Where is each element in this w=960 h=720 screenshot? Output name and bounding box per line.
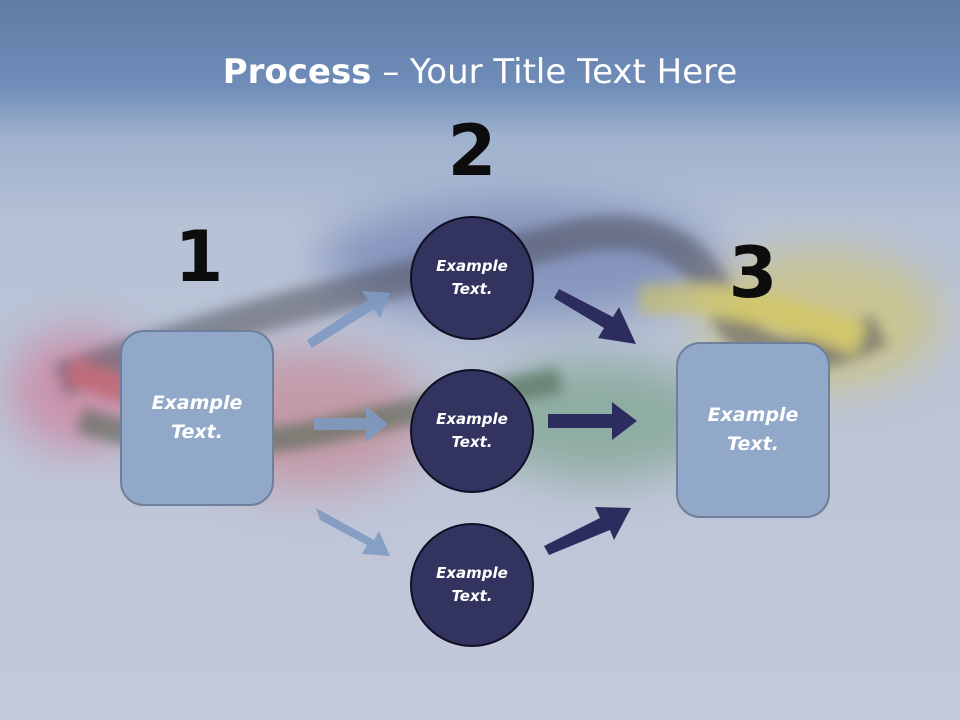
middle-circle-label: Example Text. <box>436 410 508 451</box>
bottom-circle-label: Example Text. <box>436 564 508 605</box>
arrow-left-to-bottom <box>316 508 390 556</box>
right-box-label: Example Text. <box>707 404 799 455</box>
arrow-middle-to-right <box>548 402 637 440</box>
right-box: Example Text. <box>676 342 830 518</box>
slide-title: Process – Your Title Text Here <box>0 52 960 92</box>
bottom-circle: Example Text. <box>410 523 534 647</box>
step-number-1: 1 <box>174 216 224 298</box>
title-rest: – Your Title Text Here <box>371 52 738 92</box>
step-number-3: 3 <box>728 232 778 314</box>
left-box-label: Example Text. <box>151 392 243 443</box>
top-circle: Example Text. <box>410 216 534 340</box>
arrow-bottom-to-right <box>544 507 631 555</box>
arrow-top-to-right <box>554 289 636 344</box>
left-box: Example Text. <box>120 330 274 506</box>
title-bold: Process <box>222 52 372 92</box>
arrow-left-to-middle <box>314 406 388 442</box>
middle-circle: Example Text. <box>410 369 534 493</box>
top-circle-label: Example Text. <box>436 257 508 298</box>
step-number-2: 2 <box>447 110 497 192</box>
arrow-left-to-top <box>307 291 390 348</box>
